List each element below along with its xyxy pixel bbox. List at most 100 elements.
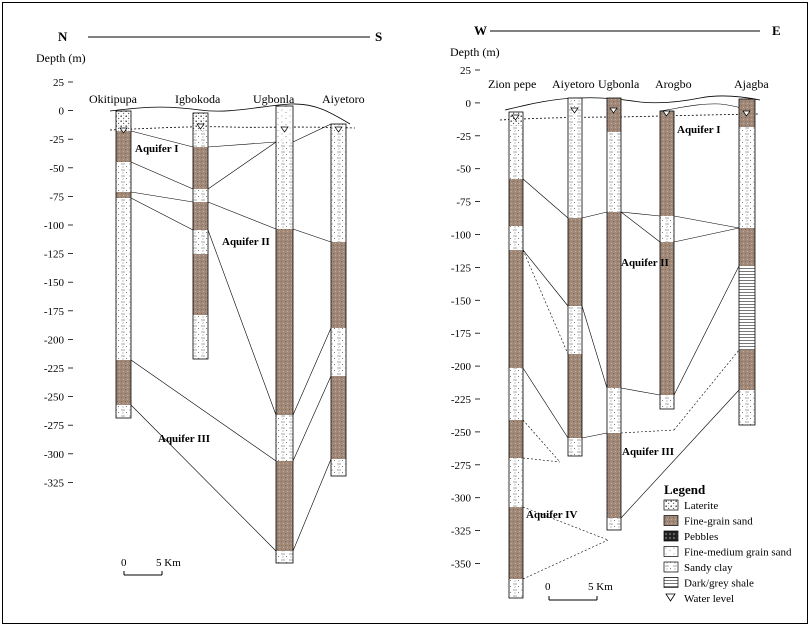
left-depth-ticks: 25 0 -25 -50 -75 -100 -125 -150 -175 -200 -225 -250…	[44, 77, 73, 489]
left-depth-tick-label: -225	[44, 363, 65, 375]
right-aquifer-4-label: Aquifer IV	[526, 509, 577, 521]
legend-swatch	[663, 546, 679, 557]
right-well-zion-pepe	[508, 111, 524, 599]
well-label-igbokoda: Igbokoda	[175, 92, 221, 106]
left-cross-section-panel: N S Depth (m) 25 0 -25 -50 -75 -100 -125 -150 -1…	[36, 29, 382, 576]
left-ground-surface	[109, 103, 351, 125]
right-depth-tick-label: -225	[451, 394, 472, 406]
left-depth-tick-label: -300	[44, 449, 65, 461]
left-direction-south: S	[375, 29, 382, 44]
water-level-icon	[665, 593, 676, 602]
left-water-level-markers	[119, 123, 343, 134]
right-well-arogbo	[659, 110, 675, 410]
left-depth-tick-label: -75	[49, 191, 64, 203]
right-depth-tick-label: -250	[451, 427, 472, 439]
well-label-aiyetoro-right: Aiyetoro	[552, 77, 595, 91]
left-well-igbokoda	[192, 112, 209, 360]
right-direction-west: W	[474, 23, 487, 38]
well-label-aiyetoro: Aiyetoro	[322, 92, 365, 106]
right-well-ajagba	[738, 98, 756, 426]
well-label-ajagba: Ajagba	[734, 77, 769, 91]
left-aquifer-2-label: Aquifer II	[222, 236, 270, 248]
left-depth-tick-label: -325	[44, 477, 65, 489]
right-correlation-lines	[522, 178, 740, 519]
right-direction-east: E	[772, 23, 781, 38]
right-depth-tick-label: -350	[451, 559, 472, 571]
legend-item-label: Laterite	[684, 500, 718, 512]
right-depth-tick-label: -150	[451, 295, 472, 307]
right-depth-tick-label: -275	[451, 460, 472, 472]
right-aquifer-1-label: Aquifer I	[677, 124, 721, 136]
right-well-ugbonla	[606, 97, 622, 531]
well-label-zion-pepe: Zion pepe	[488, 77, 536, 91]
legend-item-label: Dark/grey shale	[684, 578, 754, 590]
left-depth-tick-label: -275	[44, 420, 65, 432]
svg-text:5 Km: 5 Km	[588, 581, 613, 593]
right-depth-tick-label: -125	[451, 262, 472, 274]
right-water-table	[499, 113, 761, 121]
legend-item-label: Fine-medium grain sand	[684, 547, 792, 559]
left-depth-tick-label: 25	[53, 77, 65, 89]
right-water-level-markers	[511, 107, 751, 121]
legend-item-label: Fine-grain sand	[684, 516, 753, 528]
right-depth-label: Depth (m)	[450, 45, 500, 59]
right-well-aiyetoro	[567, 97, 583, 457]
left-well-ugbonla	[275, 105, 294, 564]
right-depth-tick-label: -75	[456, 197, 471, 209]
right-inferred-lines	[522, 249, 740, 580]
well-label-okitipupa: Okitipupa	[89, 92, 138, 106]
left-depth-tick-label: -100	[44, 220, 65, 232]
legend-title: Legend	[664, 482, 706, 497]
left-depth-label: Depth (m)	[36, 51, 86, 65]
legend-swatch	[663, 561, 679, 573]
right-depth-tick-label: -325	[451, 526, 472, 538]
legend-item-label: Water level	[684, 593, 734, 605]
right-depth-tick-label: -25	[456, 131, 471, 143]
legend-item-label: Sandy clay	[684, 562, 733, 574]
left-depth-tick-label: -250	[44, 392, 65, 404]
right-depth-tick-label: -50	[456, 164, 471, 176]
left-depth-tick-label: 0	[59, 106, 65, 118]
left-water-table	[109, 126, 356, 131]
left-correlation-lines	[130, 123, 332, 552]
well-label-ugbonla: Ugbonla	[253, 92, 295, 106]
right-depth-tick-label: -300	[451, 493, 472, 505]
left-depth-tick-label: -200	[44, 334, 65, 346]
left-direction-north: N	[58, 29, 68, 44]
left-depth-tick-label: -25	[49, 134, 64, 146]
right-depth-ticks: 250-25-50-75-100-125-150-175-200-225-250…	[451, 65, 480, 571]
right-scale-bar: 0 5 Km	[545, 581, 613, 601]
left-depth-tick-label: -50	[49, 163, 64, 175]
right-ground-surface	[504, 95, 761, 111]
right-depth-tick-label: 25	[460, 65, 472, 77]
well-label-ugbonla-right: Ugbonla	[598, 77, 640, 91]
left-depth-tick-label: -125	[44, 249, 65, 261]
left-well-aiyetoro	[330, 123, 347, 477]
left-depth-tick-label: -150	[44, 277, 65, 289]
left-scale-bar: 0 5 Km	[121, 557, 181, 576]
left-depth-tick-label: -175	[44, 306, 65, 318]
legend-swatch	[663, 577, 679, 588]
left-well-okitipupa	[115, 110, 132, 419]
svg-text:0: 0	[121, 557, 127, 569]
legend-swatch	[663, 499, 679, 511]
right-aquifer-3-label: Aquifer III	[622, 446, 674, 458]
right-depth-tick-label: -175	[451, 328, 472, 340]
legend-item-label: Pebbles	[684, 531, 718, 543]
left-aquifer-1-label: Aquifer I	[135, 143, 179, 155]
right-depth-tick-label: 0	[466, 98, 472, 110]
right-aquifer-2-label: Aquifer II	[621, 257, 669, 269]
svg-text:5 Km: 5 Km	[156, 557, 181, 569]
right-depth-tick-label: -200	[451, 361, 472, 373]
well-label-arogbo: Arogbo	[655, 77, 692, 91]
legend-swatch	[663, 530, 679, 542]
right-cross-section-panel: W E Depth (m) 250-25-50-75-100-125-150-1…	[450, 23, 792, 605]
svg-text:0: 0	[545, 581, 551, 593]
legend-swatch	[663, 515, 679, 526]
left-aquifer-3-label: Aquifer III	[158, 433, 210, 445]
